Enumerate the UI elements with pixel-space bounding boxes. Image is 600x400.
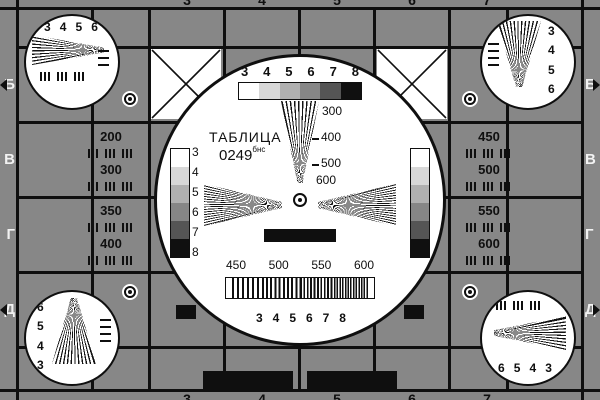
row-label-right-v: В [585,151,596,168]
row-marker-icon [0,79,7,91]
convergence-target-icon [122,91,138,107]
row-marker-icon [593,79,600,91]
column-number-top: 3 [183,0,191,8]
lines-label: 550 [478,203,500,218]
column-number-bottom: 3 [183,391,191,400]
lines-ticks [88,149,134,158]
row-label-left-d: Д [4,301,15,318]
row-label-right-b: Б [585,76,596,93]
resolution-wedge [497,21,541,87]
row-label-left-b: Б [4,76,15,93]
lines-label: 400 [100,236,122,251]
row-marker-icon [593,304,600,316]
lines-ticks [88,223,134,232]
lines-label: 200 [100,129,122,144]
lines-ticks [466,223,512,232]
wedge-label: 300 [322,104,343,118]
dash-marks [100,319,111,342]
center-convergence-target-icon [290,190,310,210]
lines-ticks [466,182,512,191]
column-number-bottom: 6 [408,391,416,400]
convergence-target-icon [462,284,478,300]
black-bar-bottom-left [203,371,293,389]
wedge-tick [312,164,319,166]
lines-label: 600 [478,236,500,251]
wedge-tick [312,138,319,140]
lines-label: 450 [478,129,500,144]
tick-marks [496,301,542,310]
column-number-bottom: 7 [483,391,491,400]
column-number-top: 7 [483,0,491,8]
row-marker-icon [0,304,7,316]
resolution-wedge [32,35,104,65]
wedge-label: 600 [316,173,337,187]
lines-ticks [466,256,512,265]
lines-ticks [466,149,512,158]
lines-label: 300 [100,162,122,177]
table-title: ТАБЛИЦА [209,129,282,145]
dash-marks [98,50,109,66]
multiburst-strip [225,277,375,299]
grayscale-strip-right [410,148,430,258]
lines-ticks [88,256,134,265]
column-number-top: 6 [408,0,416,8]
black-square-right [404,305,424,319]
resolution-wedge [494,316,566,350]
black-reference-bar [264,229,336,242]
tick-marks [40,72,86,81]
lines-label: 500 [478,162,500,177]
resolution-wedge [52,298,96,364]
wedge-label: 500 [321,156,342,170]
row-label-right-d: Д [585,301,596,318]
black-square-left [176,305,196,319]
column-number-top: 4 [258,0,266,8]
column-number-bottom: 4 [258,391,266,400]
lines-ticks [88,182,134,191]
table-number-superscript: бнс [252,145,266,154]
row-label-left-g: Г [6,226,15,243]
lines-label: 350 [100,203,122,218]
row-label-left-v: В [4,151,15,168]
dash-marks [488,43,499,66]
column-number-top: 5 [333,0,341,8]
wedge-label: 400 [321,130,342,144]
column-number-bottom: 5 [333,391,341,400]
grayscale-strip-left [170,148,190,258]
convergence-target-icon [462,91,478,107]
black-bar-bottom-right [307,371,397,389]
grayscale-strip-top [238,82,362,100]
convergence-target-icon [122,284,138,300]
row-label-right-g: Г [585,226,594,243]
